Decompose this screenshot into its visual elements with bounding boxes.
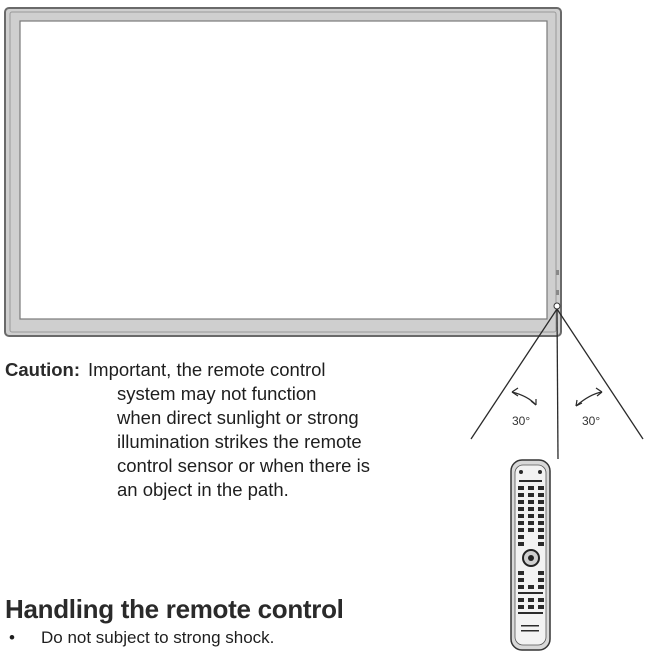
remote-sensor-icon [553,302,561,310]
section-title: Handling the remote control [5,594,344,624]
monitor-illustration [4,7,562,337]
caution-line-3: when direct sunlight or strong [117,407,359,428]
list-item: Do not subject to strong shock. [5,628,274,648]
caution-line-5: control sensor or when there is [117,455,370,476]
angle-label-right: 30° [582,414,600,428]
caution-line-6: an object in the path. [117,479,289,500]
bullet-list: Do not subject to strong shock. [5,628,274,648]
angle-arcs [511,387,603,407]
angle-label-left: 30° [512,414,530,428]
caution-line-1: Important, the remote control [88,359,326,380]
caution-line-4: illumination strikes the remote [117,431,362,452]
caution-label: Caution: [5,359,81,380]
remote-control-illustration [510,459,551,651]
reception-range-lines [470,308,644,460]
caution-line-2: system may not function [117,383,317,404]
